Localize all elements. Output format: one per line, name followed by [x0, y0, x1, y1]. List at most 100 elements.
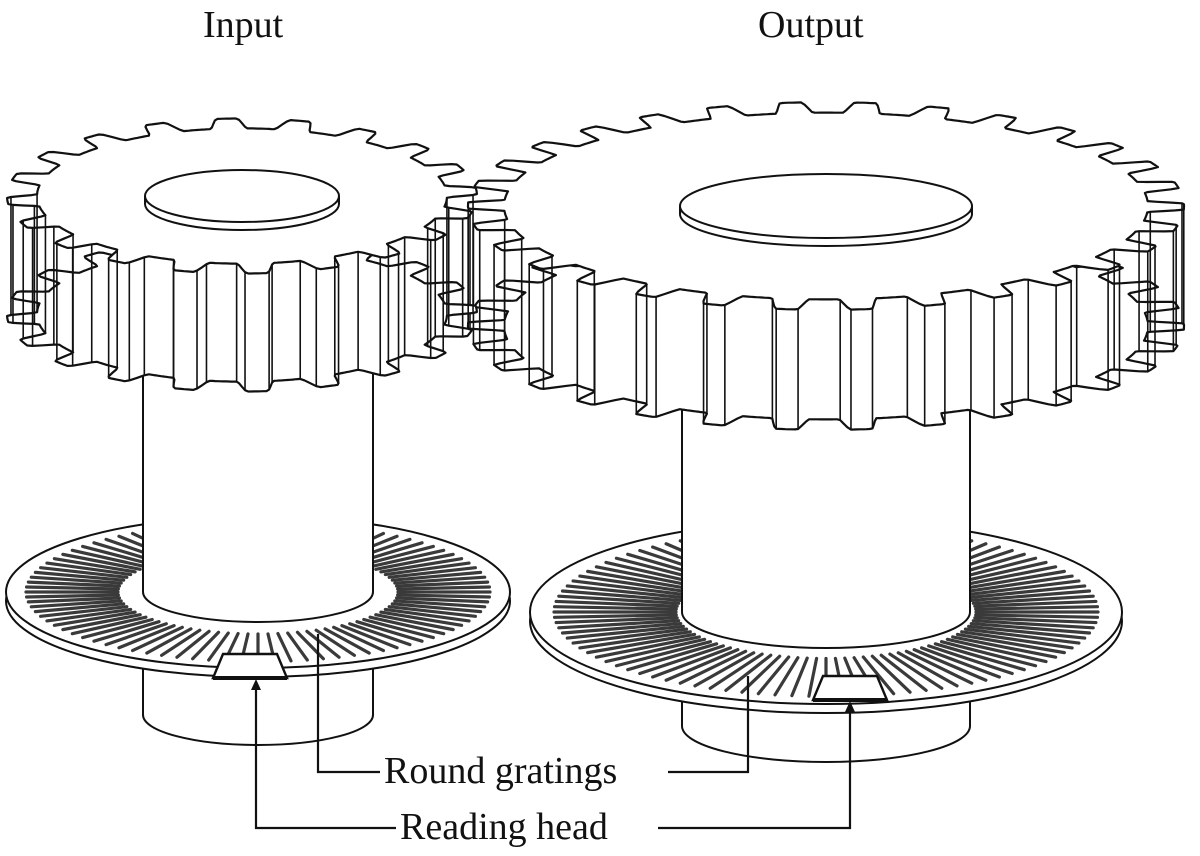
input-grating-slot	[61, 613, 142, 632]
input-grating-slot	[393, 575, 487, 585]
output-grating-slot	[933, 642, 1026, 672]
output-grating-slot	[578, 574, 692, 594]
output-grating-slot	[971, 594, 1095, 605]
output-grating-slot	[955, 632, 1066, 655]
input-grating-slot	[61, 552, 142, 571]
input-grating-slot	[323, 627, 371, 655]
input-grating-slot	[33, 602, 126, 614]
output-grating-slot	[756, 655, 791, 696]
output-grating-slot	[945, 637, 1048, 664]
round-gratings-label: Round gratings	[382, 750, 620, 792]
output-hub-disc	[679, 173, 973, 239]
input-grating-slot	[29, 599, 123, 609]
output-grating-slot	[861, 655, 896, 696]
output-grating-slot	[664, 648, 740, 682]
input-grating-slot	[383, 561, 471, 577]
input-grating-slot	[45, 607, 133, 623]
input-grating-slot	[332, 625, 386, 653]
input-grating-slot	[390, 570, 483, 582]
output-grating-slot	[971, 619, 1095, 630]
output-grating-slot	[904, 649, 974, 685]
output-grating-slot	[557, 619, 681, 630]
input-grating-slot	[33, 570, 126, 582]
input-grating-slot	[348, 622, 412, 647]
input-grating-slot	[387, 566, 477, 579]
output-grating-slot	[678, 649, 748, 685]
output-gear	[466, 101, 1186, 431]
round-gratings-leader-output	[668, 676, 750, 774]
output-grating-slot	[912, 648, 988, 682]
input-grating-slot	[374, 552, 455, 571]
output-grating-slot	[638, 644, 725, 676]
output-grating-slot	[974, 605, 1100, 611]
leader-lines	[251, 634, 855, 830]
input-grating-slot	[81, 544, 154, 567]
output-grating-slot	[879, 653, 928, 692]
input-grating-slot	[24, 593, 120, 599]
output-grating-slot	[586, 569, 697, 592]
input-reading-head	[211, 652, 289, 680]
output-grating-slot	[552, 613, 678, 619]
input-grating-slot	[362, 544, 435, 567]
input-grating-slot	[45, 561, 133, 577]
output-gear-tooth-edges	[467, 202, 1185, 430]
output-grating-slot	[969, 621, 1092, 635]
output-grating-slot	[554, 599, 679, 608]
output-grating-slot	[578, 630, 692, 650]
output-grating-slot	[963, 627, 1081, 645]
input-grating-slot	[92, 620, 161, 643]
output-grating-slot	[896, 651, 959, 688]
input-grating-slot	[379, 557, 464, 574]
input-grating-slot	[340, 624, 399, 650]
output-grating-slot	[888, 652, 944, 690]
output-assembly-bottom	[529, 399, 1123, 763]
input-grating-slot	[70, 548, 148, 569]
output-grating-slot	[586, 632, 697, 655]
output-grating-slot	[693, 651, 756, 688]
input-grating-slot	[26, 580, 122, 588]
output-grating-slot	[560, 621, 683, 635]
input-grating-slot	[314, 628, 356, 657]
output-grating-slot	[651, 646, 732, 679]
input-grating-slot	[393, 599, 487, 609]
input-grating-slot	[52, 610, 137, 627]
output-grating-slot	[604, 637, 707, 664]
input-grating-slot	[29, 575, 123, 585]
input-grating-slot	[355, 620, 424, 643]
input-grating-slot	[70, 615, 148, 636]
input-gear	[5, 117, 478, 393]
output-grating-slot	[571, 627, 689, 645]
input-grating-slot	[379, 610, 464, 627]
input-grating-slot	[396, 585, 492, 591]
reading-head-arrow-output	[845, 701, 855, 712]
output-grating-slot	[969, 589, 1092, 603]
input-grating-slot	[191, 630, 221, 661]
input-grating-slot	[390, 602, 483, 614]
input-assembly-bottom	[5, 349, 511, 746]
input-grating-slot	[207, 631, 230, 662]
input-grating-slot	[368, 548, 446, 569]
output-grating-slot	[920, 646, 1001, 679]
output-grating-slot	[963, 579, 1081, 597]
input-grating-slot	[394, 580, 490, 588]
input-grating-slot	[130, 625, 184, 653]
input-grating-slot	[383, 607, 471, 623]
output-grating-slot	[960, 574, 1074, 594]
input-grating-slot	[286, 631, 309, 662]
output-grating-slot	[614, 640, 713, 668]
output-grating-slot	[626, 642, 719, 672]
output-hub-disc-sides	[679, 206, 973, 214]
reading-head-label: Reading head	[398, 806, 610, 848]
output-grating-slot	[870, 654, 912, 694]
output-reading-head	[811, 674, 889, 702]
input-grating-slot	[81, 617, 154, 640]
output-grating-slot	[565, 584, 685, 600]
output-grating-slot	[708, 652, 764, 690]
output-grating-slot	[955, 569, 1066, 592]
output-grating-slot	[554, 616, 679, 625]
input-grating-slot	[52, 557, 137, 574]
output-grating-slot	[927, 644, 1014, 676]
output-shaft	[681, 399, 971, 649]
output-grating-slot	[790, 656, 809, 698]
output-grating-slot	[974, 613, 1100, 619]
